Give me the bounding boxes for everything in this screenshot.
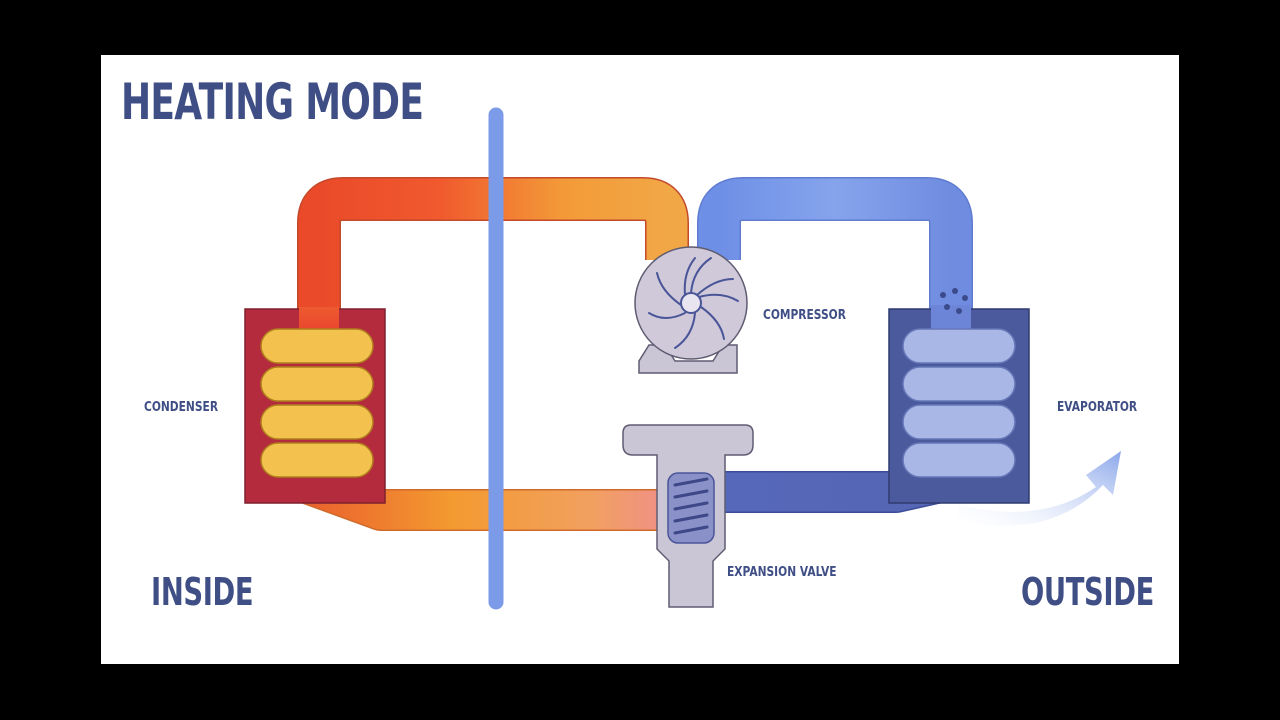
air-flow-arrow	[959, 451, 1121, 526]
fan-blades	[648, 257, 739, 349]
outside-label: OUTSIDE	[1021, 570, 1154, 614]
evaporator-label: EVAPORATOR	[1057, 400, 1138, 415]
compressor-label: COMPRESSOR	[763, 308, 846, 323]
valve-spring	[673, 477, 709, 535]
diagram-title: HEATING MODE	[121, 73, 424, 131]
expansion-valve	[622, 424, 754, 608]
condenser-label: CONDENSER	[144, 400, 219, 415]
inside-label: INSIDE	[151, 570, 254, 614]
evaporator-coil	[902, 328, 1016, 478]
condenser-coil	[260, 328, 374, 478]
heat-pump-diagram	[244, 107, 1121, 610]
vapor-dots	[940, 288, 968, 314]
evaporator	[888, 288, 1030, 504]
expansion-valve-label: EXPANSION VALVE	[727, 565, 837, 580]
diagram-panel: HEATING MODE CONDENSER COMPRESSOR EVAPOR…	[101, 55, 1179, 664]
suction-pipe	[697, 177, 973, 317]
compressor	[634, 246, 748, 374]
condenser	[244, 307, 386, 504]
